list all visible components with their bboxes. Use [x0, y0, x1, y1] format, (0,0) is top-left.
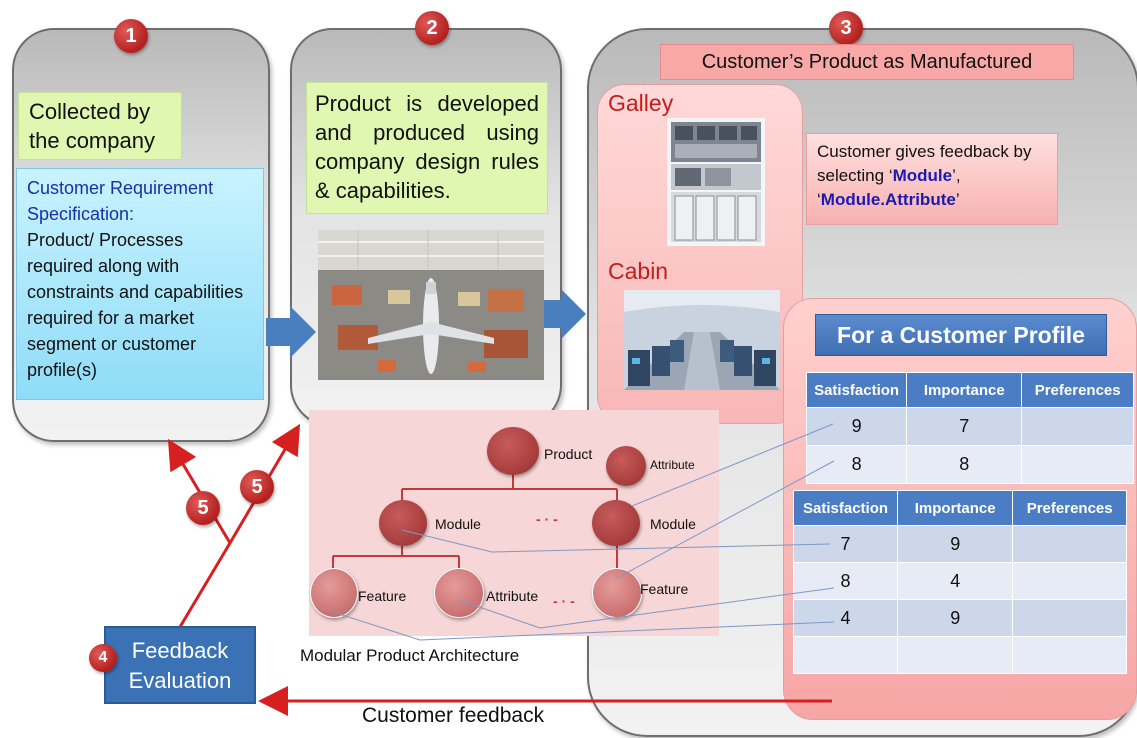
module-left-label: Module: [435, 516, 481, 532]
factory-photo: [318, 230, 544, 380]
table-cell: 4: [792, 599, 899, 637]
cabin-label: Cabin: [608, 258, 669, 284]
attribute-node-top: [606, 446, 646, 486]
feedback-text-1: Customer gives feedback by selecting ‘: [817, 142, 1032, 185]
product-as-manufactured-title: Customer’s Product as Manufactured: [660, 44, 1074, 80]
feedback-text-4: ’: [955, 190, 960, 209]
table-cell: [1012, 636, 1127, 674]
table-cell: 8: [906, 445, 1023, 484]
profile-table-2: Satisfaction Importance Preferences 7 9 …: [792, 490, 1127, 674]
dash-separator-2: - · -: [553, 593, 575, 609]
table-cell: 7: [906, 407, 1023, 446]
table-cell: [1021, 445, 1134, 484]
column-header-preferences: Preferences: [1021, 372, 1134, 408]
customer-feedback-label: Customer feedback: [362, 704, 545, 727]
step-1-badge: 1: [114, 19, 148, 53]
table-cell: [897, 636, 1014, 674]
feature-left-label: Feature: [358, 588, 407, 604]
table-cell: [1012, 599, 1127, 637]
step-4-badge: 4: [89, 644, 117, 672]
arrow-stage1-to-stage2: [266, 306, 316, 358]
step-3-badge: 3: [829, 11, 863, 45]
step-5-badge-right: 5: [240, 470, 274, 504]
table-cell: [1021, 407, 1134, 446]
table-cell: [1012, 562, 1127, 600]
spec-heading: Customer Requirement Specification:: [27, 178, 214, 224]
product-label: Product: [544, 446, 593, 462]
column-header-preferences: Preferences: [1012, 490, 1127, 526]
column-header-satisfaction: Satisfaction: [805, 372, 908, 408]
cabin-photo: [624, 290, 780, 390]
feedback-keyword-module: Module: [892, 166, 953, 185]
profile-table-1: Satisfaction Importance Preferences 9 7 …: [805, 372, 1134, 484]
feedback-text-3: ‘: [817, 190, 821, 209]
module-right-label: Module: [650, 516, 696, 532]
architecture-caption: Modular Product Architecture: [300, 646, 520, 665]
spec-body: Product/ Processes required along with c…: [27, 230, 244, 380]
customer-profile-header: For a Customer Profile: [815, 314, 1107, 356]
factory-floor-image: [318, 230, 544, 380]
table-cell: 4: [897, 562, 1014, 600]
step-2-badge: 2: [415, 11, 449, 45]
module-node-right: [592, 500, 640, 546]
dash-separator-1: - · -: [536, 511, 558, 527]
customer-feedback-note: Customer gives feedback by selecting ‘Mo…: [806, 133, 1058, 225]
evaluation-line-1: Feedback: [131, 638, 229, 663]
evaluation-line-2: Evaluation: [128, 668, 232, 693]
feedback-evaluation-box: Feedback Evaluation: [104, 626, 256, 704]
product-node: [487, 427, 539, 475]
developed-note: Product is developed and produced using …: [306, 82, 548, 214]
table-cell: [1012, 525, 1127, 563]
table-cell: 8: [805, 445, 908, 484]
cabin-image: [624, 290, 780, 390]
attribute-top-label: Attribute: [650, 458, 695, 472]
attribute-mid-label: Attribute: [486, 588, 539, 604]
attribute-node-mid: [434, 568, 484, 618]
table-cell: 9: [897, 525, 1014, 563]
feedback-text-2: ’,: [952, 166, 961, 185]
feedback-keyword-module-attribute: Module.Attribute: [820, 190, 956, 209]
arrow-stage2-to-stage3: [544, 290, 586, 338]
galley-label: Galley: [608, 90, 674, 116]
table-cell: [792, 636, 899, 674]
table-cell: 9: [897, 599, 1014, 637]
feature-right-label: Feature: [640, 581, 689, 597]
galley-photo: [667, 118, 765, 246]
galley-image: [667, 118, 765, 246]
module-node-left: [379, 500, 427, 546]
feature-node-left: [310, 568, 358, 618]
collected-note: Collected by the company: [18, 92, 182, 160]
step-5-badge-left: 5: [186, 491, 220, 525]
table-cell: 9: [805, 407, 908, 446]
customer-requirement-spec: Customer Requirement Specification: Prod…: [16, 168, 264, 400]
